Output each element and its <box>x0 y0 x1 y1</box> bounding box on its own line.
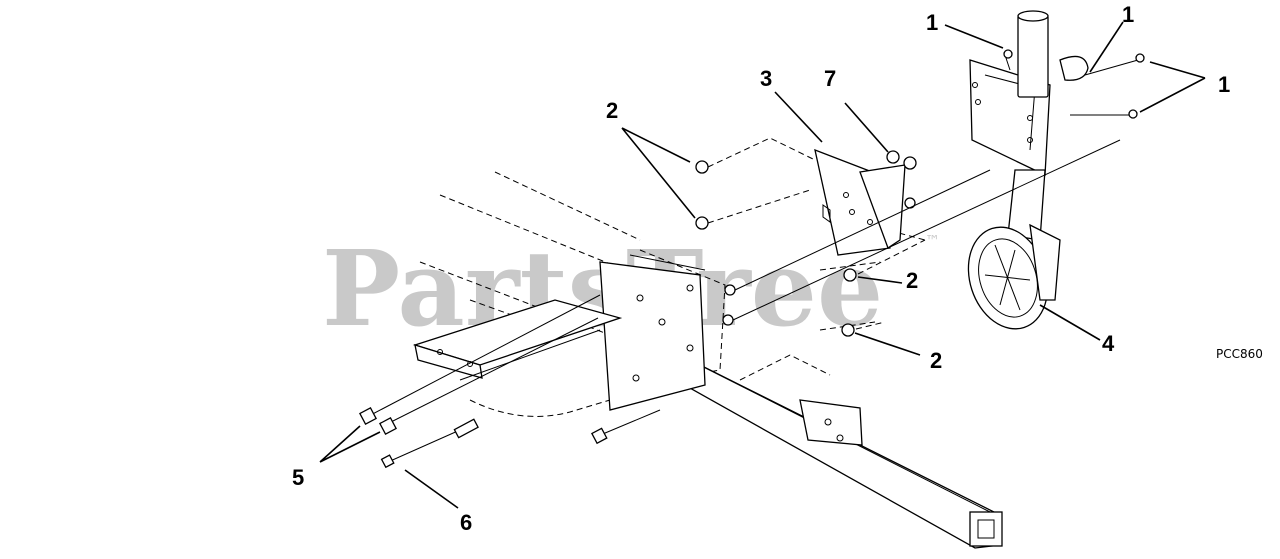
watermark-trademark: ™ <box>925 232 940 250</box>
callout-3: 3 <box>760 66 772 91</box>
callout-1a: 1 <box>926 10 938 35</box>
callout-7: 7 <box>824 66 836 91</box>
channel-bracket <box>412 299 623 381</box>
callout-2b: 2 <box>906 268 918 293</box>
callout-2c: 2 <box>930 348 942 373</box>
figure-code: PCC860 <box>1216 347 1263 361</box>
phantom-frame <box>419 171 926 417</box>
callout-6: 6 <box>460 510 472 535</box>
callout-1b: 1 <box>1122 2 1134 27</box>
callout-1c: 1 <box>1218 72 1230 97</box>
callout-5: 5 <box>292 465 304 490</box>
jack-wheel <box>967 223 1061 330</box>
bracket-3 <box>814 148 906 256</box>
frame-tube <box>639 339 1003 549</box>
nuts <box>695 137 1121 337</box>
callout-labels: 1 1 1 2 2 2 3 4 5 6 7 <box>292 2 1230 535</box>
callout-2a: 2 <box>606 98 618 123</box>
mounting-plate <box>599 254 706 411</box>
callout-4: 4 <box>1102 331 1115 356</box>
bolts <box>359 49 1145 469</box>
leader-lines <box>319 21 1206 509</box>
